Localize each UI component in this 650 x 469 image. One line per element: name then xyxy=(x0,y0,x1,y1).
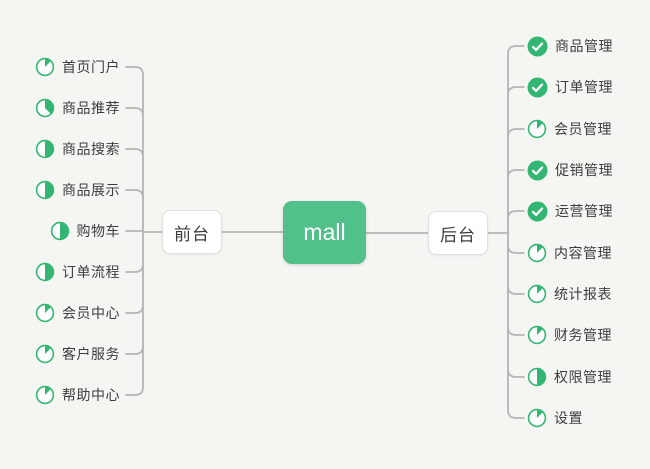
topic-item[interactable]: 促销管理 xyxy=(527,157,613,183)
topic-label: 购物车 xyxy=(76,223,120,239)
task-done-icon xyxy=(527,77,548,98)
root-node-label: mall xyxy=(303,219,346,245)
topic-item[interactable]: 设置 xyxy=(527,405,583,431)
topic-label: 订单管理 xyxy=(555,79,613,95)
topic-label: 会员管理 xyxy=(554,121,612,137)
task-eighth-icon xyxy=(527,243,547,263)
task-done-icon xyxy=(527,36,548,57)
task-eighth-icon xyxy=(35,303,55,323)
task-eighth-icon xyxy=(527,325,547,345)
topic-label: 商品管理 xyxy=(555,38,613,54)
topic-item[interactable]: 会员中心 xyxy=(35,300,120,326)
topic-label: 订单流程 xyxy=(62,264,120,280)
topic-label: 帮助中心 xyxy=(62,387,120,403)
task-eighth-icon xyxy=(527,119,547,139)
topic-item[interactable]: 客户服务 xyxy=(35,341,120,367)
topic-item[interactable]: 购物车 xyxy=(50,218,121,244)
topic-label: 商品推荐 xyxy=(62,100,120,116)
topic-label: 运营管理 xyxy=(555,203,613,219)
task-half-icon xyxy=(35,180,55,200)
topic-label: 会员中心 xyxy=(62,305,120,321)
topic-item[interactable]: 会员管理 xyxy=(527,116,612,142)
task-half-icon xyxy=(35,139,55,159)
task-half-icon xyxy=(50,221,70,241)
task-eighth-icon xyxy=(527,408,547,428)
topic-label: 商品搜索 xyxy=(62,141,120,157)
topic-label: 内容管理 xyxy=(554,245,612,261)
topic-item[interactable]: 首页门户 xyxy=(35,54,120,80)
topic-item[interactable]: 商品推荐 xyxy=(35,95,120,121)
topic-label: 权限管理 xyxy=(554,369,612,385)
topic-item[interactable]: 运营管理 xyxy=(527,198,613,224)
task-eighth-icon xyxy=(35,57,55,77)
topic-item[interactable]: 商品搜索 xyxy=(35,136,120,162)
topic-label: 统计报表 xyxy=(554,286,612,302)
front-branch-node[interactable]: 前台 xyxy=(162,210,222,254)
topic-item[interactable]: 商品管理 xyxy=(527,33,613,59)
task-eighth-icon xyxy=(35,385,55,405)
back-branch-node[interactable]: 后台 xyxy=(428,211,488,255)
topic-label: 客户服务 xyxy=(62,346,120,362)
topic-label: 设置 xyxy=(554,410,583,426)
topic-item[interactable]: 帮助中心 xyxy=(35,382,120,408)
topic-item[interactable]: 商品展示 xyxy=(35,177,120,203)
topic-label: 商品展示 xyxy=(62,182,120,198)
topic-item[interactable]: 统计报表 xyxy=(527,281,612,307)
root-node[interactable]: mall xyxy=(283,201,366,264)
topic-item[interactable]: 财务管理 xyxy=(527,322,612,348)
topic-item[interactable]: 订单流程 xyxy=(35,259,120,285)
task-three-eighths-icon xyxy=(35,98,55,118)
topic-label: 促销管理 xyxy=(555,162,613,178)
topic-item[interactable]: 内容管理 xyxy=(527,240,612,266)
topic-label: 财务管理 xyxy=(554,327,612,343)
task-done-icon xyxy=(527,201,548,222)
task-eighth-icon xyxy=(35,344,55,364)
topic-item[interactable]: 权限管理 xyxy=(527,364,612,390)
task-half-icon xyxy=(35,262,55,282)
task-eighth-icon xyxy=(527,284,547,304)
task-done-icon xyxy=(527,160,548,181)
task-half-icon xyxy=(527,367,547,387)
front-branch-label: 前台 xyxy=(174,224,210,244)
topic-label: 首页门户 xyxy=(62,59,120,75)
topic-item[interactable]: 订单管理 xyxy=(527,74,613,100)
back-branch-label: 后台 xyxy=(440,225,476,245)
